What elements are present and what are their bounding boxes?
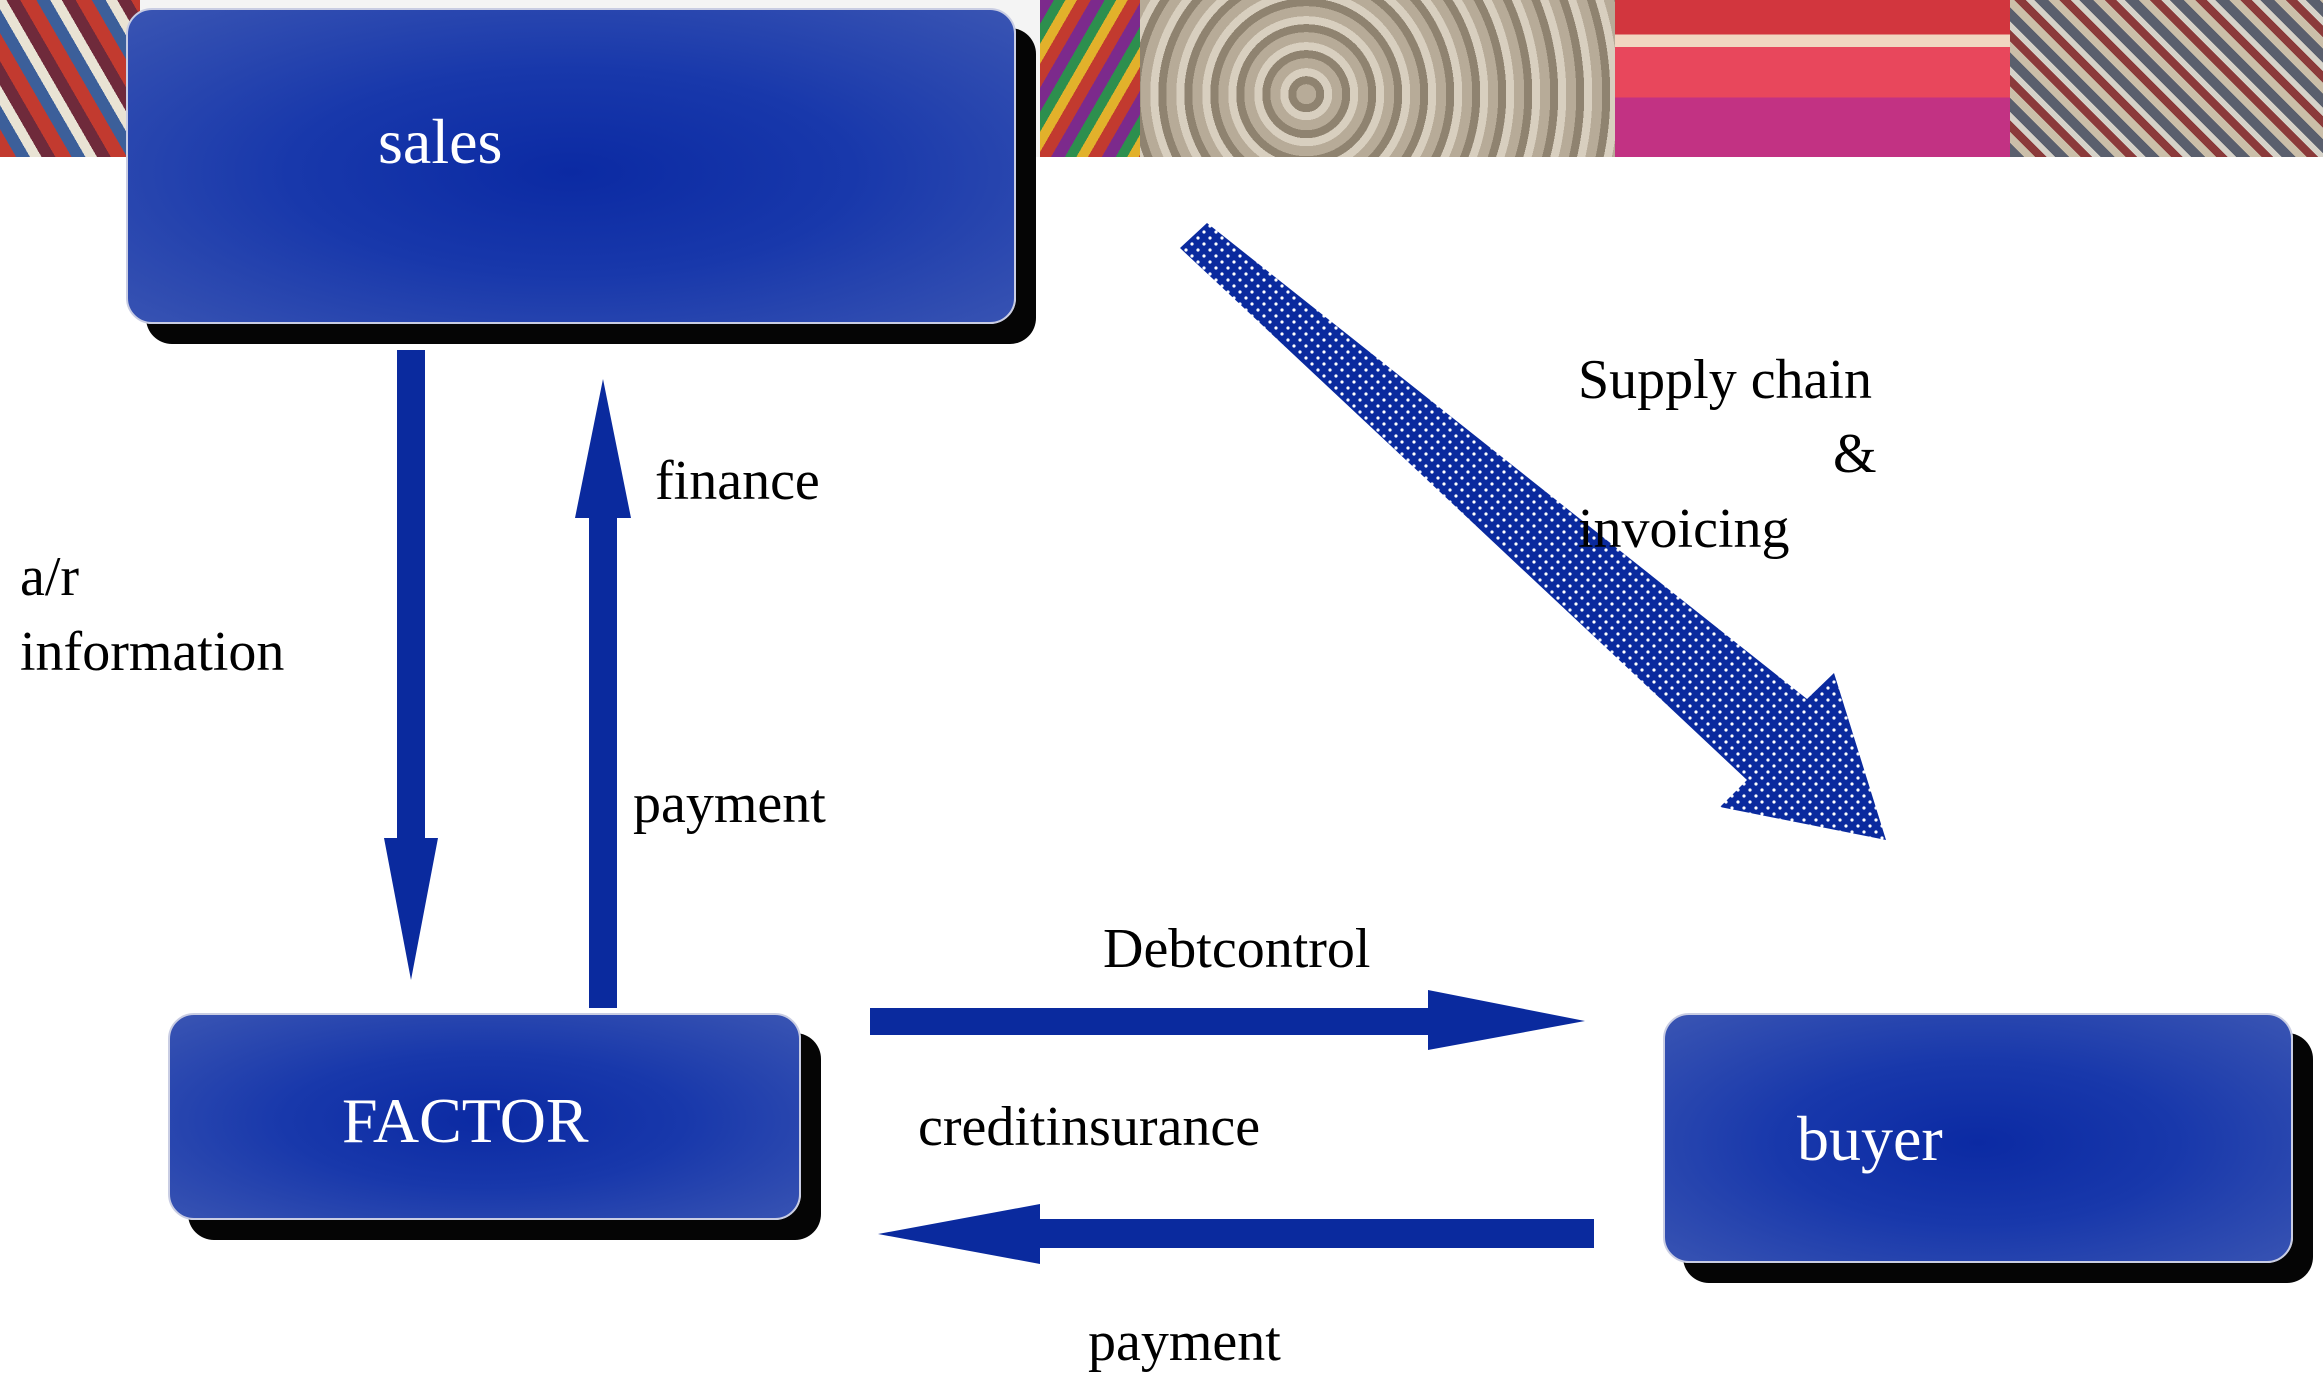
buyer-node: buyer: [1663, 1013, 2293, 1263]
payment-to-sales-label: payment: [633, 773, 826, 835]
thread-spools-photo-segment: [1615, 0, 2010, 157]
ar-information-label: a/r: [20, 546, 80, 608]
supply-chain-label: Supply chain: [1578, 349, 1872, 411]
rope-photo-segment: [1140, 0, 1615, 157]
woven-fabric-photo-segment: [2010, 0, 2323, 157]
arrow-factor-to-buyer: [870, 990, 1585, 1050]
payment-to-factor-label: payment: [1088, 1311, 1281, 1373]
arrow-sales-to-buyer: [1180, 223, 1886, 840]
finance-label: finance: [655, 450, 820, 512]
debtcontrol-label: Debtcontrol: [1103, 918, 1371, 980]
creditinsurance-label: creditinsurance: [918, 1096, 1261, 1158]
sales-node-label: sales: [378, 106, 503, 177]
fabric-photo-segment: [0, 0, 140, 157]
factor-node-label: FACTOR: [342, 1085, 589, 1156]
fabric-photo-segment: [1040, 0, 1140, 157]
arrow-buyer-to-factor: [878, 1204, 1594, 1264]
buyer-node-label: buyer: [1797, 1103, 1943, 1174]
supply-chain-ampersand-label: &: [1833, 423, 1877, 485]
ar-information-label: information: [20, 621, 285, 683]
invoicing-label: invoicing: [1578, 498, 1790, 560]
sales-node: sales: [126, 8, 1016, 324]
factor-node: FACTOR: [168, 1013, 801, 1220]
arrow-factor-to-sales: [575, 379, 631, 1008]
arrow-sales-to-factor: [384, 350, 438, 980]
